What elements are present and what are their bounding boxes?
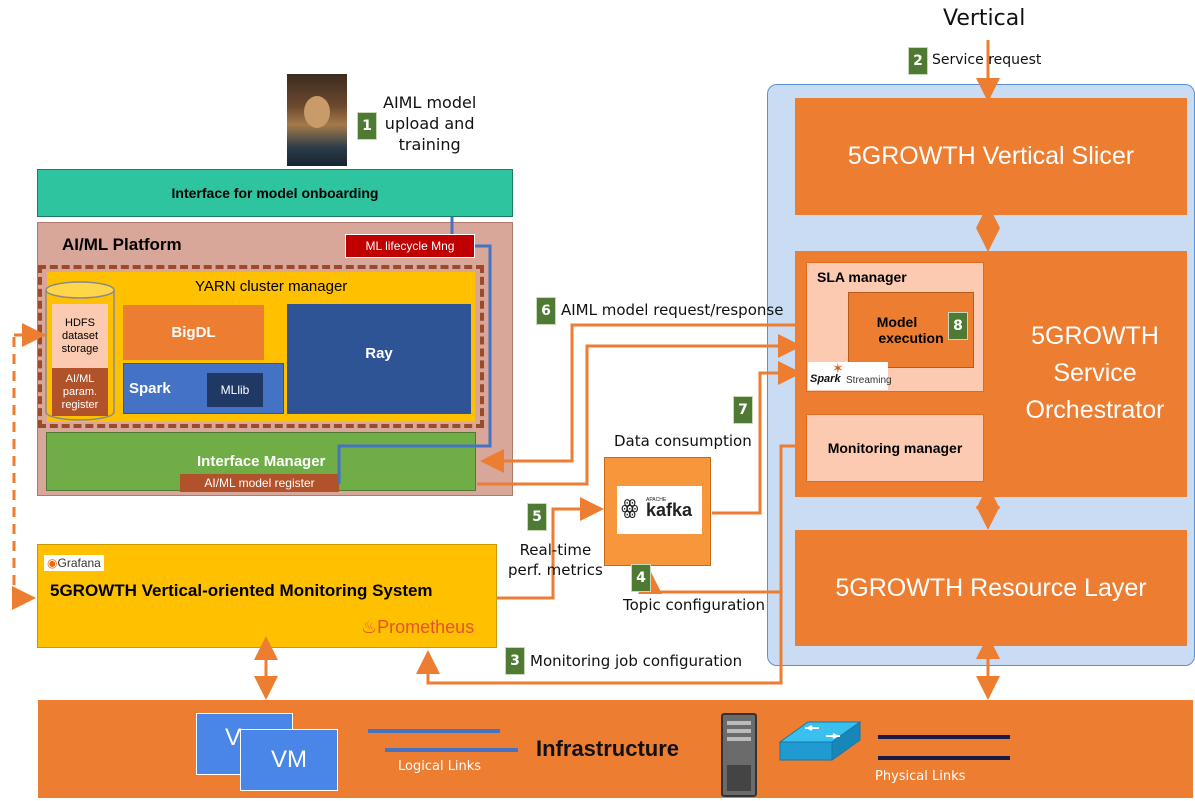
kafka-icon: ꙮ (621, 497, 639, 519)
grafana-logo: ◉Grafana (44, 555, 104, 571)
sla-manager-label: SLA manager (817, 269, 907, 285)
infrastructure-title: Infrastructure (536, 736, 680, 761)
server-icon (721, 713, 757, 797)
resource-layer-box[interactable]: 5GROWTH Resource Layer (795, 530, 1187, 646)
ml-lifecycle-box[interactable]: ML lifecycle Mng (345, 234, 475, 258)
yarn-label: YARN cluster manager (195, 278, 348, 295)
step-2-label: Service request (932, 52, 1042, 68)
step-6-label: AIML model request/response (561, 301, 784, 319)
hdfs-storage-box[interactable]: HDFS dataset storage (52, 304, 108, 368)
vertical-label: Vertical (943, 6, 1026, 31)
physical-links-label: Physical Links (875, 769, 966, 784)
vertical-slicer-label: 5GROWTH Vertical Slicer (847, 142, 1135, 170)
kafka-logo: ꙮ APACHE kafka (617, 486, 702, 534)
interface-manager-label: Interface Manager (197, 453, 326, 470)
monitoring-system-box[interactable]: ◉Grafana 5GROWTH Vertical-oriented Monit… (37, 544, 497, 648)
step-7-label: Data consumption (614, 432, 752, 450)
ray-box[interactable]: Ray (287, 304, 471, 414)
vertical-slicer-box[interactable]: 5GROWTH Vertical Slicer (795, 98, 1187, 215)
step-7-badge: 7 (733, 396, 753, 424)
so-label: 5GROWTH Service Orchestrator (1025, 322, 1165, 424)
onboarding-interface-box[interactable]: Interface for model onboarding (37, 169, 513, 217)
monitoring-system-title: 5GROWTH Vertical-oriented Monitoring Sys… (50, 581, 433, 600)
step-5-badge: 5 (527, 503, 547, 531)
monitoring-manager-box[interactable]: Monitoring manager (806, 414, 984, 482)
portrait-image (287, 74, 347, 166)
model-register-box[interactable]: AI/ML model register (180, 474, 339, 492)
prometheus-icon: ♨ (361, 617, 378, 637)
bigdl-box[interactable]: BigDL (123, 305, 264, 360)
step-4-badge: 4 (631, 564, 651, 592)
step-4-label: Topic configuration (623, 596, 765, 614)
step-1-badge: 1 (357, 112, 377, 140)
grafana-icon: ◉ (47, 556, 58, 570)
mllib-box[interactable]: MLlib (207, 373, 263, 407)
logical-links-label: Logical Links (398, 759, 482, 774)
model-execution-box[interactable]: Model execution (848, 292, 974, 368)
vm-front[interactable]: VM (240, 729, 338, 791)
step-8-badge: 8 (948, 312, 968, 340)
aiml-platform-title: AI/ML Platform (62, 235, 182, 254)
step-3-badge: 3 (505, 647, 525, 675)
param-register-box[interactable]: AI/ML param. register (52, 368, 108, 416)
step-5-label: Real-time perf. metrics (508, 541, 603, 579)
step-2-badge: 2 (908, 47, 928, 75)
step-1-label: AIML model upload and training (383, 93, 477, 154)
step-3-label: Monitoring job configuration (530, 652, 743, 670)
step-6-badge: 6 (536, 297, 556, 325)
prometheus-logo: ♨Prometheus (361, 617, 475, 637)
spark-star-icon: ✶ (832, 360, 844, 376)
spark-streaming-logo: ✶ Spark Streaming (808, 360, 892, 390)
